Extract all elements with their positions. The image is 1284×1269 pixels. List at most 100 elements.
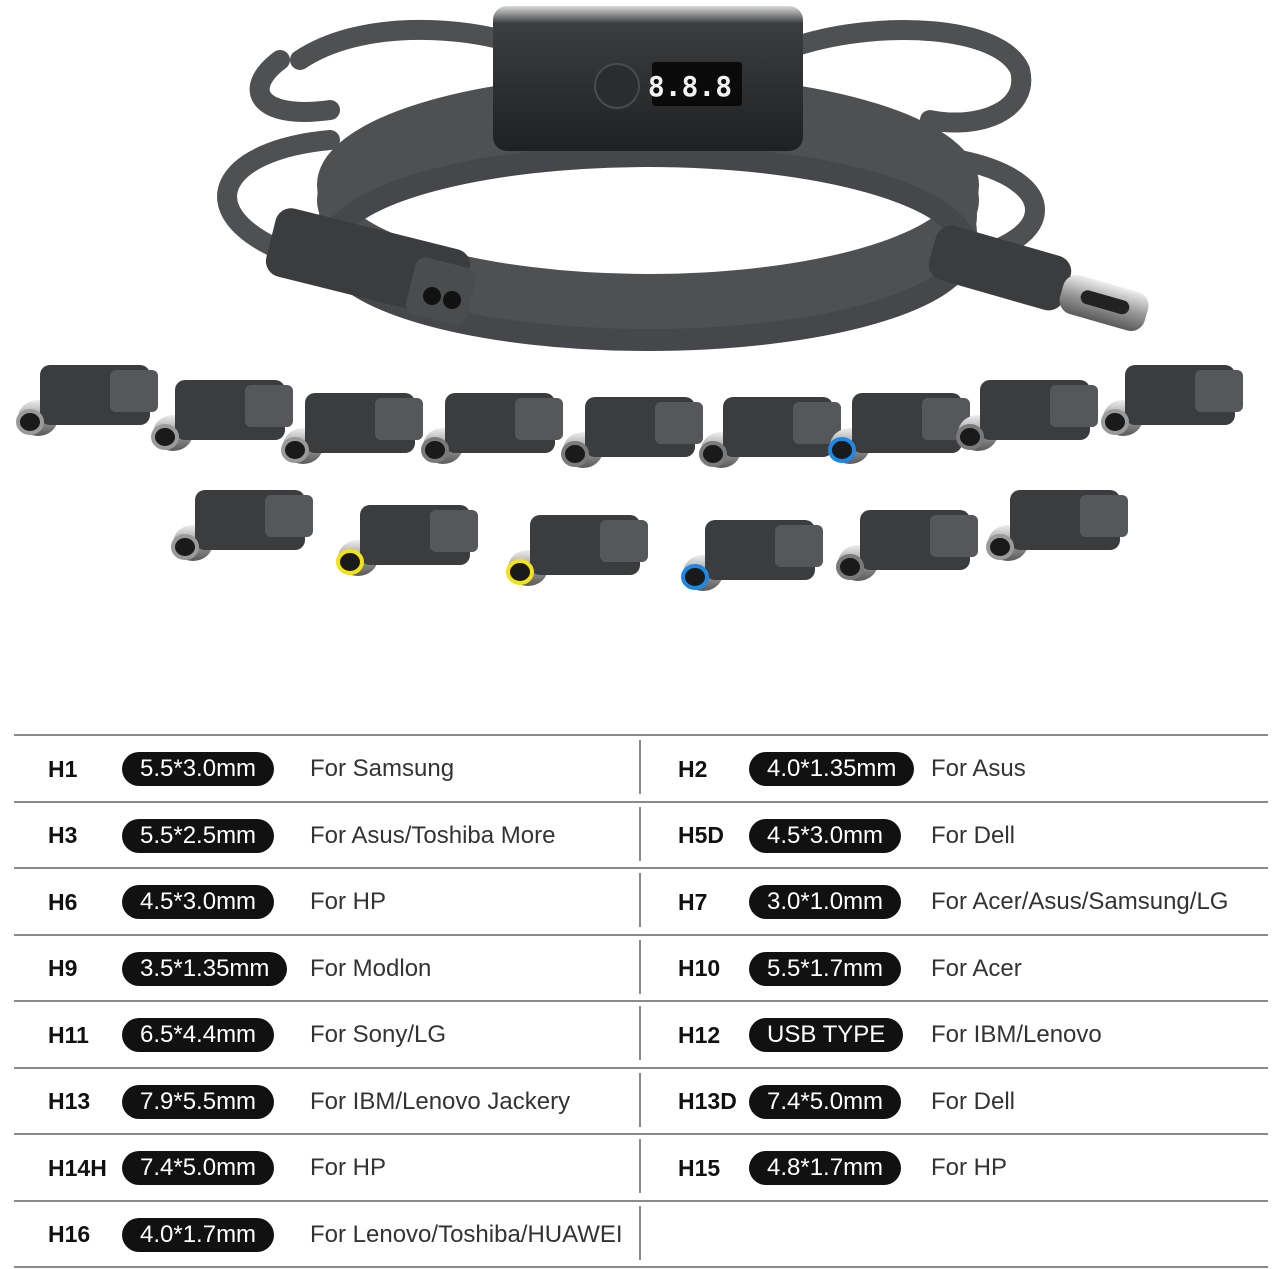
tip-size-cell: 4.0*1.35mm [749,736,915,802]
spec-item: H13D 7.4*5.0mm For Dell [14,1069,1268,1135]
spec-item: H7 3.0*1.0mm For Acer/Asus/Samsung/LG [14,869,1268,935]
table-divider [14,1000,1268,1002]
tip-size-badge: 5.5*1.7mm [749,951,902,986]
dc-tip-adapter-icon [16,365,158,436]
power-button-icon [594,63,640,109]
tip-code: H5D [678,822,725,848]
spec-item: H3 5.5*2.5mm For Asus/Toshiba More [14,803,1268,869]
tip-compatibility: For IBM/Lenovo [931,1021,1102,1048]
tip-compatibility: For HP [310,1154,387,1181]
dc-tip-adapter-icon [681,520,823,591]
table-divider [14,1066,1268,1069]
power-meter-box: 8.8.8 [493,6,803,151]
tip-size-cell: 4.5*3.0mm [749,803,902,869]
tip-compatibility: For Acer/Asus/Samsung/LG [931,888,1229,915]
tip-size-cell: 4.5*3.0mm [122,869,275,935]
spec-item: H1 5.5*3.0mm For Samsung [14,736,1268,802]
tip-size-badge: USB TYPE [749,1018,904,1052]
tip-size-badge: 3.0*1.0mm [749,885,902,919]
spec-item: H14H 7.4*5.0mm For HP [14,1135,1268,1201]
tip-size-cell: 4.0*1.7mm [122,1202,275,1268]
tip-size-badge: 7.4*5.0mm [122,1151,275,1185]
tip-compatibility: For Sony/LG [310,1021,447,1048]
tip-compatibility: For Asus [931,755,1026,782]
dc-tip-adapter-icon [986,490,1128,561]
tip-code: H12 [678,1021,721,1048]
dc-tip-adapter-icon [281,393,423,464]
table-divider [14,800,1268,803]
tip-size-badge: 5.5*2.5mm [122,818,275,853]
tip-compatibility: For Dell [931,821,1016,849]
tip-size-cell: 3.5*1.35mm [122,936,288,1002]
led-readout: 8.8.8 [648,70,732,103]
tip-size-cell: 5.5*1.7mm [749,936,902,1002]
tip-size-cell: 3.0*1.0mm [749,869,902,935]
table-divider [14,933,1268,936]
tip-code: H13D [678,1088,737,1114]
tip-size-badge: 7.4*5.0mm [749,1084,902,1119]
tip-code: H13 [48,1088,91,1114]
table-column-divider [639,1139,641,1193]
dc-tip-adapter-icon [956,380,1098,451]
tip-size-badge: 4.5*3.0mm [749,818,902,853]
tip-size-badge: 6.5*4.4mm [122,1018,275,1052]
tip-compatibility: For IBM/Lenovo Jackery [310,1087,571,1115]
tip-adapters [16,365,1243,591]
tip-compatibility: For Acer [931,954,1022,982]
table-divider [14,734,1268,736]
dc-tip-adapter-icon [561,397,703,468]
table-column-divider [639,1205,641,1260]
spec-item: H11 6.5*4.4mm For Sony/LG [14,1002,1268,1068]
dc-tip-adapter-icon [421,393,563,464]
tip-code: H1 [48,755,78,782]
tip-size-cell: 5.5*3.0mm [122,736,275,802]
table-divider [14,1266,1268,1268]
tip-compatibility: For Samsung [310,755,455,782]
tip-size-badge: 4.5*3.0mm [122,885,275,919]
tip-compatibility: For Lenovo/Toshiba/HUAWEI [310,1220,623,1248]
tip-code: H10 [678,955,721,981]
tip-code: H2 [678,755,708,782]
tip-size-cell: 7.9*5.5mm [122,1069,275,1135]
tip-size-badge: 5.5*3.0mm [122,752,275,786]
tip-compatibility: For Modlon [310,954,432,982]
tip-code: H14H [48,1154,107,1181]
tip-size-cell: 5.5*2.5mm [122,803,275,869]
tip-compatibility: For Dell [931,1087,1016,1115]
spec-item: H6 4.5*3.0mm For HP [14,869,1268,935]
spec-item: H10 5.5*1.7mm For Acer [14,936,1268,1002]
dc-tip-adapter-icon [836,510,978,581]
table-column-divider [639,1072,641,1127]
tip-size-badge: 4.0*1.35mm [749,752,915,786]
table-column-divider [639,806,641,861]
tip-size-cell: 7.4*5.0mm [122,1135,275,1201]
tip-code: H11 [48,1021,89,1048]
dc-tip-adapter-icon [336,505,478,576]
tip-compatibility: For HP [310,888,387,915]
product-illustration: 8.8.8 [16,6,1243,591]
table-divider [14,1199,1268,1202]
tip-code: H6 [48,888,78,915]
spec-item: H13 7.9*5.5mm For IBM/Lenovo Jackery [14,1069,1268,1135]
led-display [652,62,742,106]
cable-female-connector [265,208,476,325]
tip-compatibility: For Asus/Toshiba More [310,821,556,849]
tip-compatibility: For HP [931,1154,1008,1181]
tip-code: H7 [678,888,708,915]
dc-tip-adapter-icon [828,393,970,464]
table-divider [14,867,1268,869]
usb-c-connector [928,225,1149,332]
dc-tip-adapter-icon [171,490,313,561]
dc-tip-adapter-icon [699,397,841,468]
spec-item: H2 4.0*1.35mm For Asus [14,736,1268,802]
tip-size-badge: 3.5*1.35mm [122,951,288,986]
spec-item: H12 USB TYPE For IBM/Lenovo [14,1002,1268,1068]
table-column-divider [639,1006,641,1060]
dc-tip-adapter-icon [151,380,293,451]
table-column-divider [639,740,641,794]
tip-code: H3 [48,822,78,848]
tip-code: H15 [678,1154,721,1181]
